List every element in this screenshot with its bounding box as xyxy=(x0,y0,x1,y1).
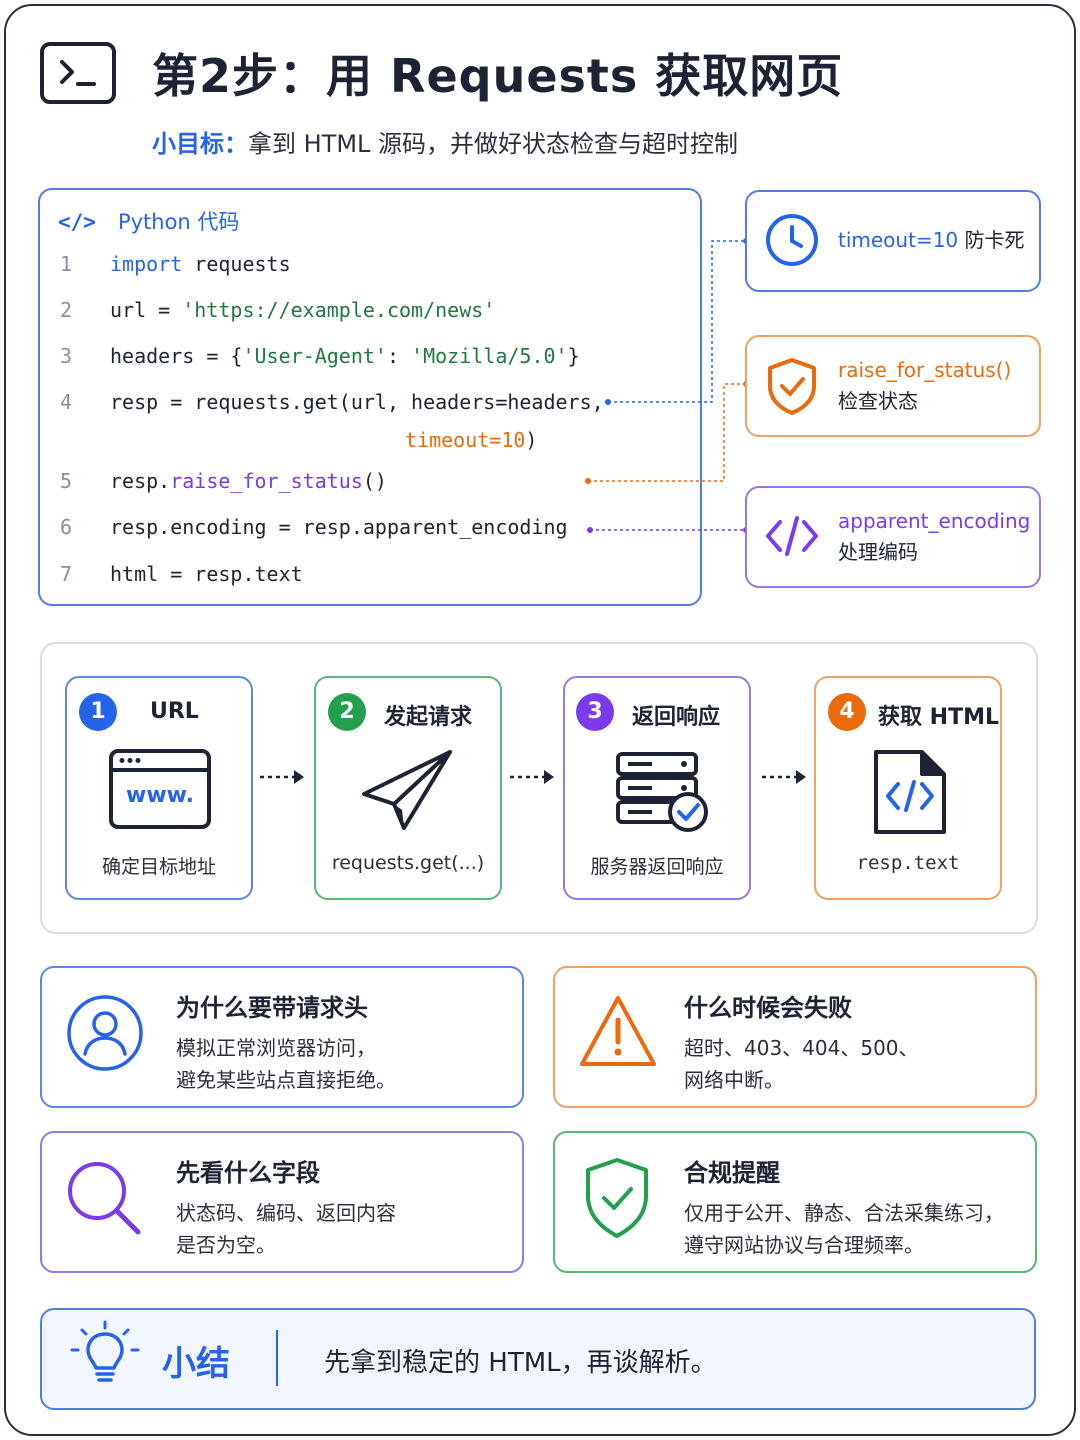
callout-apparent-encoding xyxy=(745,486,1041,588)
card-when-fail xyxy=(553,966,1037,1108)
page-subtitle: 小目标：拿到 HTML 源码，并做好状态检查与超时控制 xyxy=(152,124,738,159)
warning-icon xyxy=(578,994,658,1072)
callout-timeout-text: timeout=10 防卡死 xyxy=(838,228,1025,252)
page-title: 第2步：用 Requests 获取网页 xyxy=(152,49,844,103)
user-icon xyxy=(66,994,144,1076)
step-title: URL xyxy=(150,699,199,724)
subtitle-label: 小目标： xyxy=(152,130,248,158)
lightbulb-icon xyxy=(70,1320,140,1398)
summary-text: 先拿到稳定的 HTML，再谈解析。 xyxy=(324,1348,717,1378)
flow-step-response xyxy=(563,676,751,900)
step-subtitle: 确定目标地址 xyxy=(101,856,216,878)
card-title: 先看什么字段 xyxy=(176,1159,320,1187)
summary-title: 小结 xyxy=(162,1344,230,1384)
card-text: 仅用于公开、静态、合法采集练习， xyxy=(684,1201,1004,1225)
flow-arrow xyxy=(762,770,806,784)
server-check-icon xyxy=(612,750,712,838)
step-subtitle: requests.get(...) xyxy=(331,852,485,874)
browser-icon-text: www. xyxy=(126,783,194,808)
card-compliance xyxy=(553,1131,1037,1273)
paper-plane-icon xyxy=(358,748,458,836)
card-text: 模拟正常浏览器访问， xyxy=(176,1036,376,1060)
step-title: 发起请求 xyxy=(384,705,473,730)
callout-raise-text: raise_for_status()检查状态 xyxy=(838,358,1012,413)
step-number: 1 xyxy=(79,693,117,731)
card-text: 状态码、编码、返回内容 xyxy=(176,1201,396,1225)
html-file-icon xyxy=(870,748,950,840)
card-text: 网络中断。 xyxy=(684,1068,784,1092)
step-subtitle: resp.text xyxy=(856,852,960,874)
code-brackets-icon xyxy=(764,508,820,564)
card-title: 什么时候会失败 xyxy=(684,994,852,1022)
shield-check-icon xyxy=(764,356,820,415)
terminal-icon xyxy=(40,42,116,104)
shield-icon xyxy=(582,1156,652,1244)
step-title: 返回响应 xyxy=(632,705,721,730)
card-text: 是否为空。 xyxy=(176,1233,276,1257)
card-title: 为什么要带请求头 xyxy=(176,994,368,1022)
subtitle-text: 拿到 HTML 源码，并做好状态检查与超时控制 xyxy=(248,130,739,158)
magnifier-icon xyxy=(64,1158,144,1242)
code-line-4-continued: timeout=10) xyxy=(405,428,538,452)
step-number: 3 xyxy=(576,693,614,731)
card-text: 遵守网站协议与合理频率。 xyxy=(684,1233,924,1257)
summary-divider xyxy=(276,1330,278,1386)
code-panel-heading: </>Python 代码 xyxy=(58,210,240,234)
code-panel xyxy=(38,188,702,606)
step-number: 4 xyxy=(828,693,866,731)
flow-arrow xyxy=(510,770,554,784)
card-title: 合规提醒 xyxy=(684,1159,780,1187)
step-number: 2 xyxy=(328,693,366,731)
clock-icon xyxy=(764,212,820,268)
code-icon: </> xyxy=(58,210,96,234)
step-subtitle: 服务器返回响应 xyxy=(590,856,724,878)
flow-arrow xyxy=(260,770,304,784)
browser-icon xyxy=(108,748,212,834)
card-why-headers xyxy=(40,966,524,1108)
summary-box xyxy=(40,1308,1036,1410)
card-text: 避免某些站点直接拒绝。 xyxy=(176,1068,396,1092)
card-text: 超时、403、404、500、 xyxy=(684,1036,919,1060)
step-title: 获取 HTML xyxy=(878,705,999,730)
